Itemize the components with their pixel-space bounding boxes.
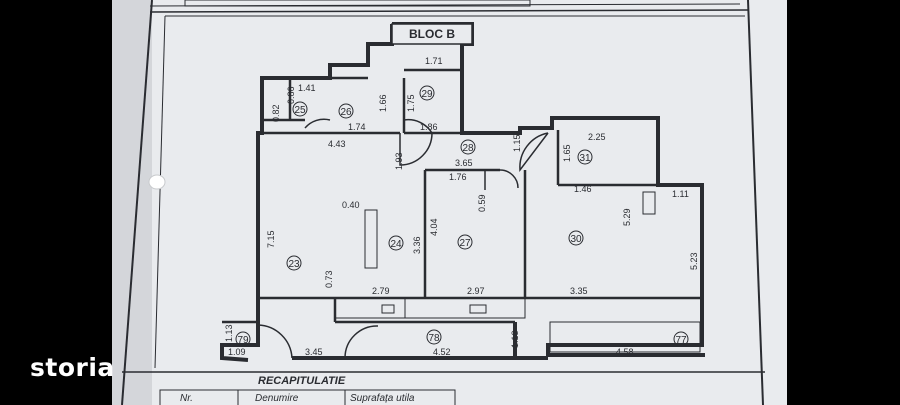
window-bands	[334, 191, 701, 353]
room-79-circle	[235, 331, 251, 347]
room-79-label: 79	[237, 335, 249, 346]
dim-label: 2.79	[372, 286, 390, 296]
dim-label: 1.15	[512, 134, 522, 152]
frame-right	[747, 0, 764, 405]
dim-label: 1.93	[394, 152, 404, 170]
room-markers: 25 26 29 28 31 24 27 30 23 78 77 79	[235, 85, 689, 347]
paper-shadow-left	[112, 0, 152, 405]
room-78-circle	[426, 329, 442, 345]
dim-label: 0.40	[342, 200, 360, 210]
room-28-label: 28	[462, 143, 474, 154]
dim-label: 1.46	[574, 184, 592, 194]
dim-label: 0.59	[477, 194, 487, 212]
dim-label: 1.11	[672, 189, 689, 199]
summary-col-area: Suprafața utila	[350, 393, 415, 404]
room-24-label: 24	[390, 239, 402, 250]
dim-label: 1.41	[298, 83, 316, 93]
room-27-circle	[457, 234, 473, 250]
room-24-circle	[388, 235, 404, 251]
room-23-circle	[286, 255, 302, 271]
summary-col-name: Denumire	[255, 393, 299, 404]
room-28-circle	[460, 139, 476, 155]
room-29-circle	[419, 85, 435, 101]
dim-label: 4.04	[429, 218, 439, 236]
dim-label: 1.76	[449, 172, 467, 182]
room-30-label: 30	[570, 234, 582, 245]
summary-col-nr: Nr.	[180, 393, 193, 404]
room-26-circle	[338, 103, 354, 119]
paper-punch	[148, 174, 166, 190]
dim-label: 1.75	[406, 94, 416, 112]
dimension-labels: 1.71 1.41 0.86 0.82 1.66 1.75 1.74 1.86 …	[224, 56, 699, 357]
dim-label: 5.29	[622, 208, 632, 226]
dim-label: 2.25	[588, 132, 606, 142]
room-31-circle	[577, 149, 593, 165]
top-strip-box	[184, 0, 531, 7]
stamp-box	[391, 23, 473, 45]
room-26-label: 26	[340, 107, 352, 118]
dim-label: 1.13	[224, 324, 234, 342]
dim-label: 2.97	[467, 286, 485, 296]
dim-label: 3.35	[570, 286, 588, 296]
room-77-label: 77	[675, 335, 687, 346]
frame-top	[149, 9, 749, 13]
dim-label: 4.52	[433, 347, 451, 357]
room-30-circle	[568, 230, 584, 246]
room-31-label: 31	[579, 153, 591, 164]
dim-label: 1.66	[378, 94, 388, 112]
dim-label: 4.43	[328, 139, 346, 149]
room-29-label: 29	[421, 89, 433, 100]
summary-title: RECAPITULATIE	[258, 375, 346, 387]
block-label: BLOC B	[409, 27, 455, 41]
room-25-label: 25	[294, 105, 306, 116]
room-27-label: 27	[459, 238, 471, 249]
dim-label: 0.73	[324, 270, 334, 288]
room-23-label: 23	[288, 259, 300, 270]
inner-frame-left	[154, 15, 166, 369]
dim-label: 3.36	[412, 236, 422, 254]
dim-label: 3.65	[455, 158, 473, 168]
dim-label: 1.86	[420, 122, 438, 132]
room-77-circle	[673, 331, 689, 347]
summary-table	[159, 389, 456, 405]
dim-label: 0.82	[271, 104, 281, 122]
dim-label: 0.86	[286, 86, 296, 104]
dim-label: 4.58	[616, 347, 634, 357]
room-78-label: 78	[428, 333, 440, 344]
dim-label: 1.65	[562, 144, 572, 162]
frame-left	[121, 0, 153, 405]
dim-label: 1.13	[510, 330, 520, 348]
dim-label: 7.15	[266, 230, 276, 248]
dim-label: 5.23	[689, 252, 699, 270]
dim-label: 1.09	[228, 347, 246, 357]
door-swings	[257, 118, 549, 359]
dim-label: 3.45	[305, 347, 323, 357]
dim-label: 1.74	[348, 122, 366, 132]
dim-label: 1.71	[425, 56, 443, 66]
storia-watermark: storia	[30, 353, 115, 382]
room-25-circle	[292, 101, 308, 117]
